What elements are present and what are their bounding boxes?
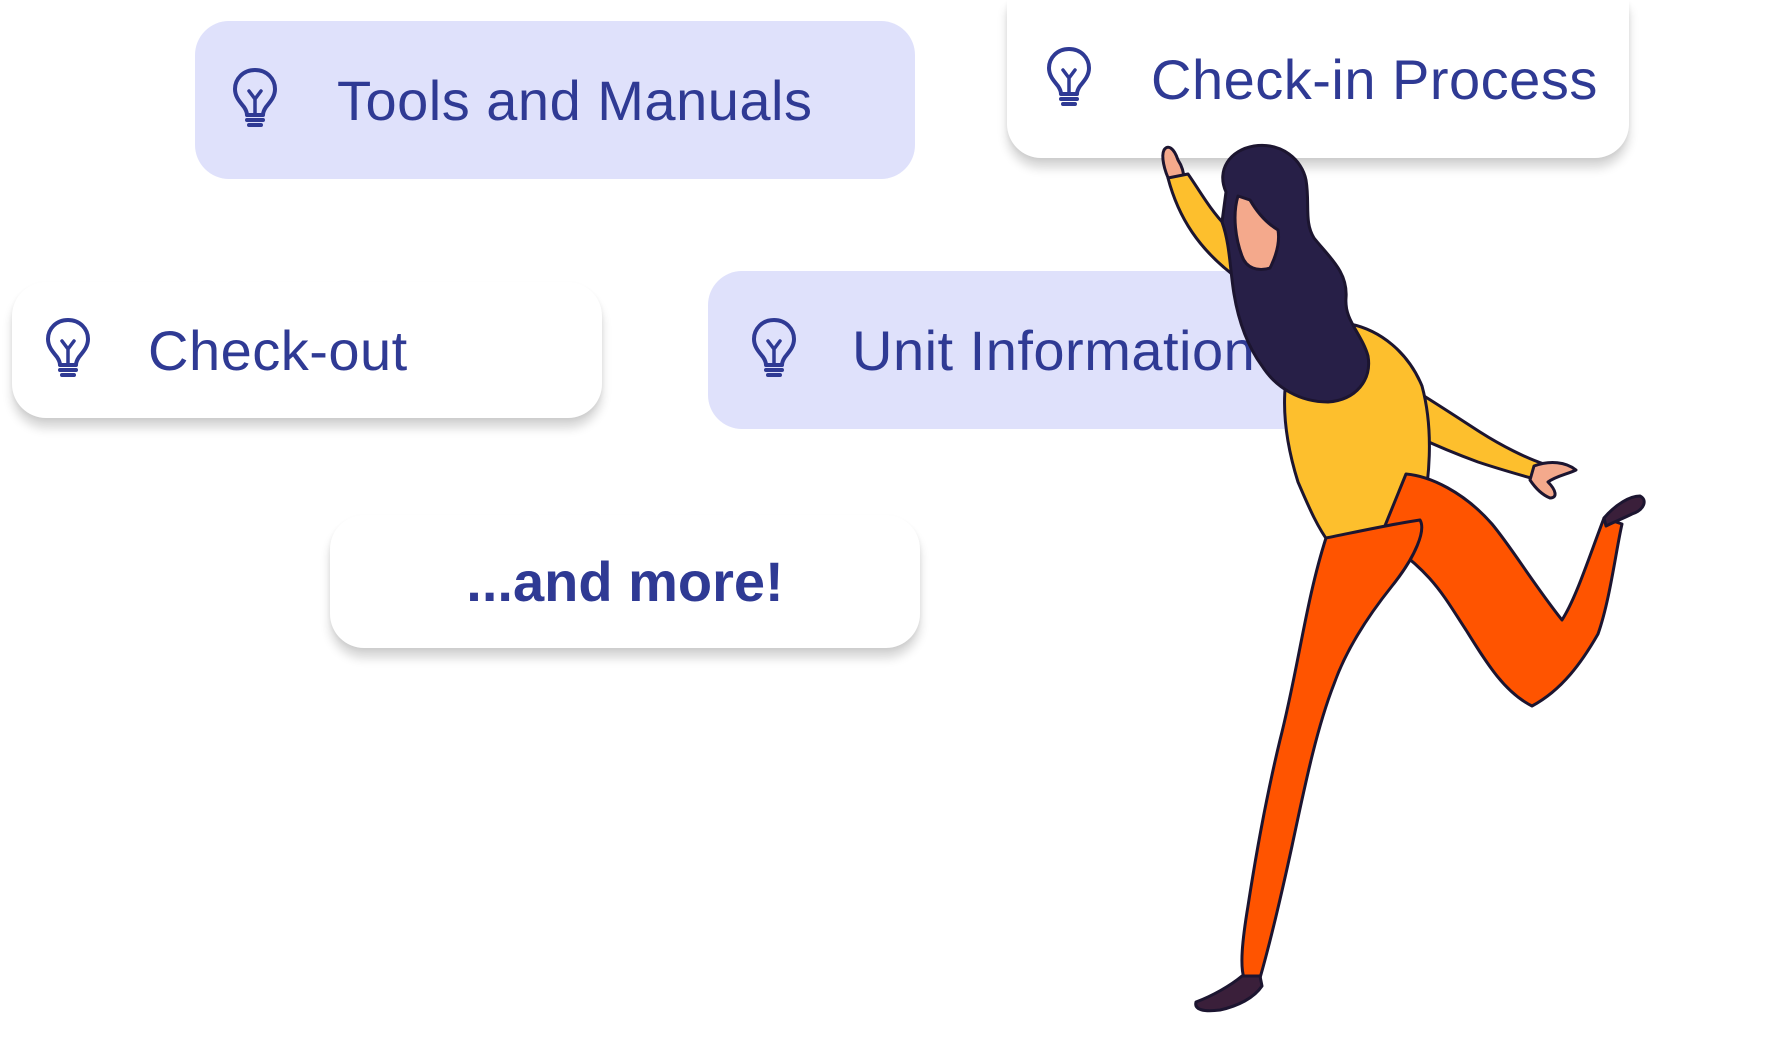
topic-chip-check-in-process[interactable]: Check-in Process: [1007, 0, 1629, 158]
chip-label: Check-in Process: [1151, 47, 1598, 111]
chip-label: ...and more!: [466, 550, 784, 613]
lightbulb-icon: [44, 316, 92, 385]
topic-chip-check-out[interactable]: Check-out: [12, 282, 602, 418]
woman-reaching-illustration: [1161, 143, 1646, 1013]
lightbulb-icon: [750, 316, 798, 385]
chip-label: Check-out: [148, 318, 408, 382]
chip-label: Unit Information: [852, 318, 1256, 382]
lightbulb-icon: [231, 66, 279, 135]
topic-chip-tools-and-manuals[interactable]: Tools and Manuals: [195, 21, 915, 179]
lightbulb-icon: [1045, 45, 1093, 114]
topic-chip-and-more[interactable]: ...and more!: [330, 515, 920, 648]
chip-label: Tools and Manuals: [337, 68, 813, 132]
